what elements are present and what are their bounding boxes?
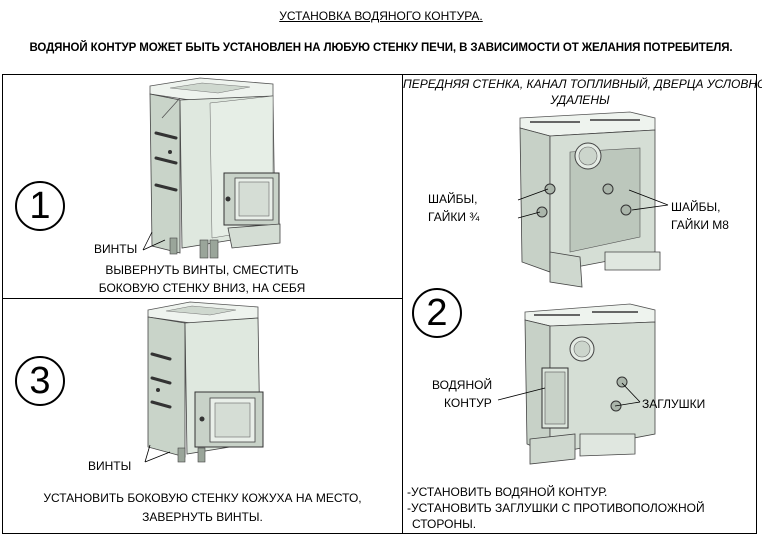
label-water-circuit-line1: ВОДЯНОЙ <box>432 378 493 392</box>
step-number-2: 2 <box>412 288 462 338</box>
instruction-step1-line1: ВЫВЕРНУТЬ ВИНТЫ, СМЕСТИТЬ <box>105 263 299 277</box>
label-washers-left-line1: ШАЙБЫ, <box>428 192 478 206</box>
stove-water-circuit-illustration <box>524 303 656 465</box>
instruction-step2-line3: СТОРОНЫ. <box>412 517 477 531</box>
stove-open-illustration-top <box>519 111 661 288</box>
page-title: УСТАНОВКА ВОДЯНОГО КОНТУРА. <box>279 9 483 23</box>
label-screws-step1: ВИНТЫ <box>94 242 138 256</box>
label-screws-step3: ВИНТЫ <box>88 459 132 473</box>
instruction-step2-line1: -УСТАНОВИТЬ ВОДЯНОЙ КОНТУР. <box>407 485 608 499</box>
instruction-step3-line2: ЗАВЕРНУТЬ ВИНТЫ. <box>142 510 263 524</box>
label-water-circuit-line2: КОНТУР <box>444 396 492 410</box>
stove-illustration-step1 <box>149 77 281 259</box>
table-divider-horizontal <box>2 298 403 299</box>
caption-step2-line1: ПЕРЕДНЯЯ СТЕНКА, КАНАЛ ТОПЛИВНЫЙ, ДВЕРЦА… <box>403 77 762 91</box>
label-washers-right-line2: ГАЙКИ М8 <box>671 218 729 232</box>
instruction-step2-line2: -УСТАНОВИТЬ ЗАГЛУШКИ С ПРОТИВОПОЛОЖНОЙ <box>407 501 705 515</box>
label-plugs: ЗАГЛУШКИ <box>642 397 706 411</box>
instruction-table <box>2 74 757 534</box>
table-divider-vertical <box>402 74 403 534</box>
caption-step2-line2: УДАЛЕНЫ <box>550 93 610 107</box>
label-washers-right-line1: ШАЙБЫ, <box>671 200 721 214</box>
instruction-step3-line1: УСТАНОВИТЬ БОКОВУЮ СТЕНКУ КОЖУХА НА МЕСТ… <box>43 491 362 505</box>
instruction-step1-line2: БОКОВУЮ СТЕНКУ ВНИЗ, НА СЕБЯ <box>98 281 306 295</box>
label-washers-left-line2: ГАЙКИ ¾ <box>428 210 480 224</box>
step-number-3: 3 <box>15 356 65 406</box>
page-subtitle: ВОДЯНОЙ КОНТУР МОЖЕТ БЫТЬ УСТАНОВЛЕН НА … <box>29 42 733 54</box>
step-number-1: 1 <box>15 181 65 231</box>
stove-illustration-step3 <box>147 301 264 463</box>
